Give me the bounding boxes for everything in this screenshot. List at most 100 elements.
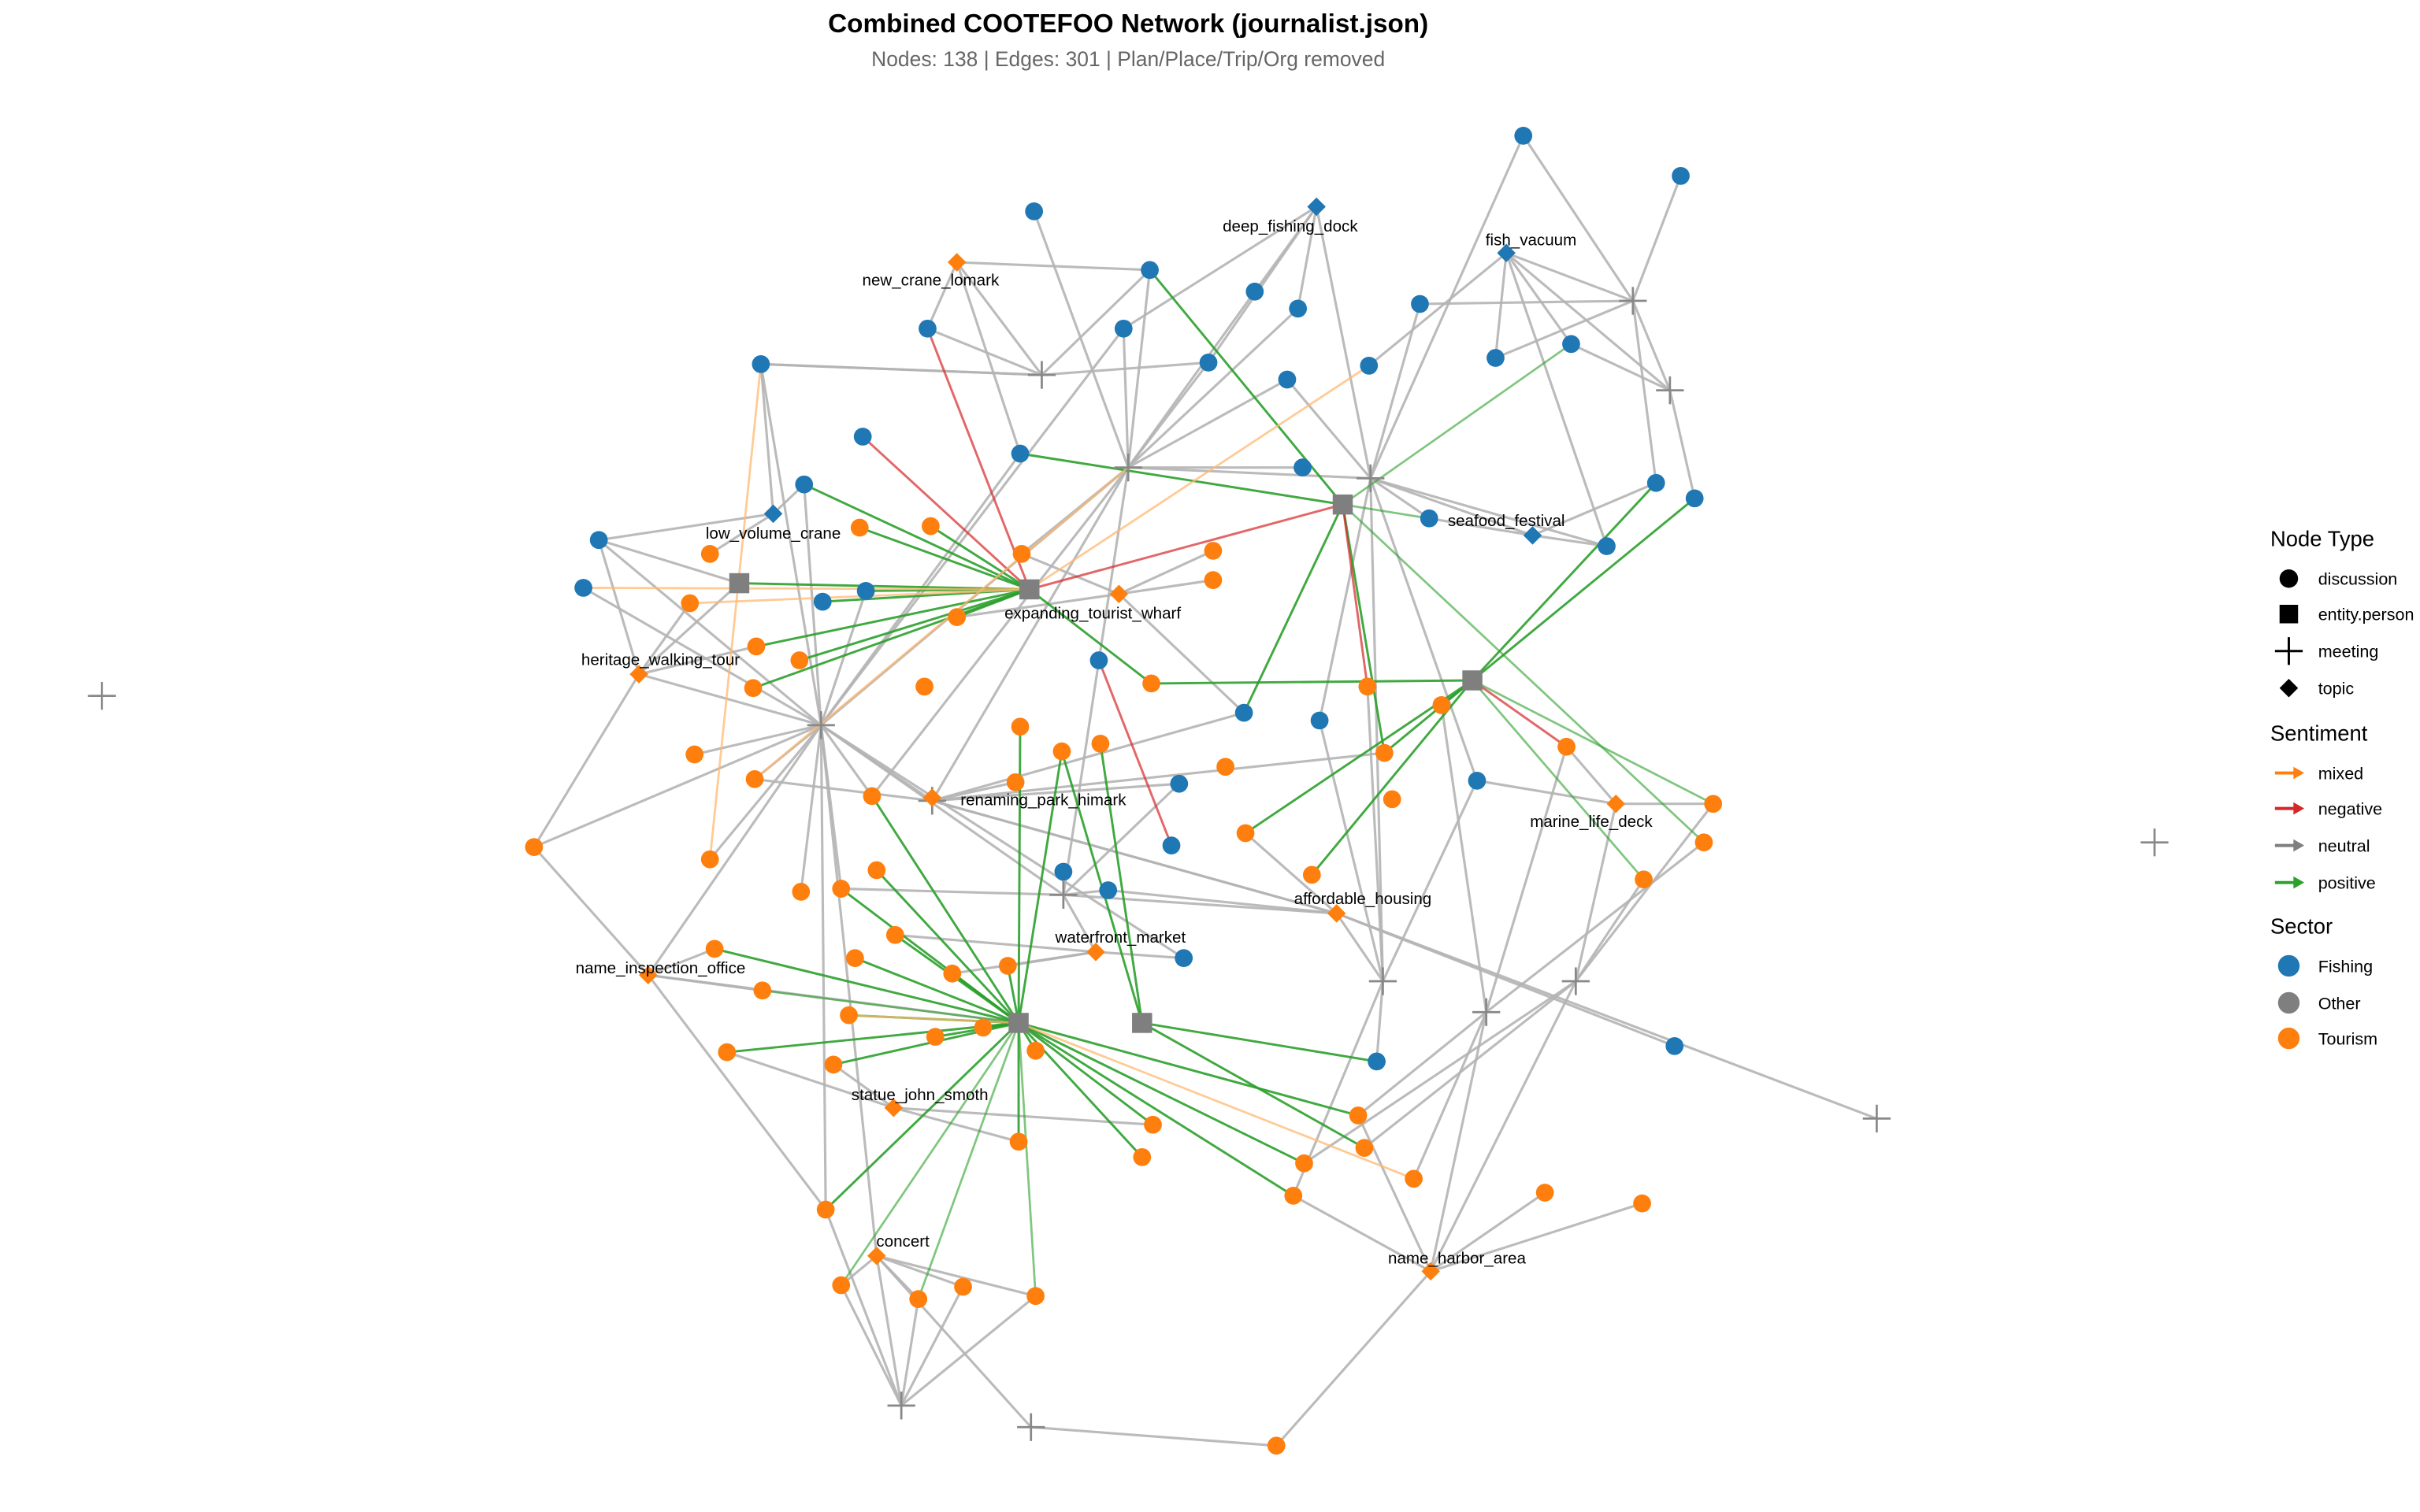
edge xyxy=(1342,503,1430,520)
edge xyxy=(1018,1021,1305,1165)
edge xyxy=(841,887,1063,896)
discussion-node-tourism xyxy=(1204,571,1223,590)
nodes-layer xyxy=(87,127,2169,1455)
discussion-node-tourism xyxy=(1375,743,1394,762)
edge xyxy=(875,1254,919,1300)
edge xyxy=(1041,269,1151,376)
edge xyxy=(1335,912,1384,982)
discussion-node-tourism xyxy=(850,518,869,537)
edge xyxy=(819,724,827,1210)
edge xyxy=(1019,452,1343,506)
edge xyxy=(1062,467,1130,895)
discussion-node-tourism xyxy=(922,517,940,536)
edge xyxy=(1369,477,1479,781)
meeting-node xyxy=(1619,287,1647,315)
legend-diamond-icon xyxy=(2279,679,2299,698)
discussion-node-tourism xyxy=(840,1006,858,1025)
legend-sector-item: Fishing xyxy=(2318,956,2373,976)
edge xyxy=(900,1295,1037,1407)
edge xyxy=(1369,135,1525,479)
edge xyxy=(1522,135,1635,302)
edge xyxy=(1095,951,1184,960)
edge xyxy=(930,466,1130,802)
discussion-node-tourism xyxy=(718,1043,737,1062)
entity-person-node xyxy=(729,573,750,594)
edge xyxy=(804,483,1030,591)
edge xyxy=(876,1254,1036,1298)
edge xyxy=(647,974,827,1210)
topic-label: statue_john_smoth xyxy=(852,1086,989,1104)
edge xyxy=(893,1106,1019,1143)
edge xyxy=(1369,477,1431,520)
discussion-node-tourism xyxy=(832,1276,851,1295)
legend-sentiment-item: neutral xyxy=(2318,836,2370,855)
edge xyxy=(648,947,715,976)
edge xyxy=(1575,878,1645,982)
edge xyxy=(1062,783,1180,896)
edge xyxy=(1429,1011,1488,1272)
topic-label: fish_vacuum xyxy=(1486,232,1576,250)
edge xyxy=(800,724,822,892)
discussion-node-tourism xyxy=(1405,1169,1423,1188)
edge xyxy=(840,1284,903,1406)
edge xyxy=(1242,504,1344,713)
edge xyxy=(1017,750,1063,1024)
discussion-node-tourism xyxy=(1012,544,1031,563)
meeting-node xyxy=(1017,1413,1045,1441)
topic-node xyxy=(629,665,648,684)
edge xyxy=(1029,503,1343,591)
discussion-node-tourism xyxy=(790,651,809,669)
edge xyxy=(1471,482,1657,682)
discussion-node-fishing xyxy=(1368,1052,1386,1071)
discussion-node-tourism xyxy=(1432,695,1451,714)
edge xyxy=(1342,504,1386,754)
meeting-node xyxy=(1114,454,1142,482)
discussion-node-tourism xyxy=(1635,870,1653,889)
discussion-node-tourism xyxy=(747,637,766,656)
edge xyxy=(799,588,1030,662)
edge xyxy=(876,1254,964,1288)
edge xyxy=(1370,476,1533,537)
edge xyxy=(726,1051,894,1110)
edge xyxy=(533,724,822,849)
edge xyxy=(638,645,757,676)
edge xyxy=(932,751,1385,802)
edge xyxy=(1062,894,1097,953)
edge xyxy=(1420,299,1633,306)
edge xyxy=(956,592,1119,619)
edge xyxy=(1021,552,1120,595)
legend-sector-item: Tourism xyxy=(2318,1028,2377,1048)
edge xyxy=(875,1255,903,1406)
edge xyxy=(820,724,874,797)
edge xyxy=(709,513,774,555)
discussion-node-tourism xyxy=(681,594,700,613)
discussion-node-tourism xyxy=(926,1028,945,1046)
edge xyxy=(1429,980,1577,1273)
meeting-node xyxy=(887,1392,915,1420)
edge xyxy=(900,1299,920,1406)
edge xyxy=(825,1021,1020,1211)
discussion-node-tourism xyxy=(816,1200,835,1219)
edge xyxy=(824,1209,903,1406)
entity-person-node xyxy=(1132,1013,1152,1033)
discussion-node-tourism xyxy=(1011,717,1030,736)
edge xyxy=(1505,252,1608,547)
legend-arrowhead-icon xyxy=(2293,839,2305,852)
discussion-node-tourism xyxy=(1704,795,1723,813)
discussion-node-tourism xyxy=(1026,1041,1045,1060)
edge xyxy=(755,587,1030,648)
topic-node xyxy=(922,788,942,807)
entity-person-node xyxy=(1332,494,1353,515)
discussion-node-tourism xyxy=(1052,742,1071,761)
edge xyxy=(754,466,1130,780)
discussion-node-fishing xyxy=(1468,771,1487,790)
discussion-node-tourism xyxy=(1236,824,1255,843)
edge xyxy=(1029,365,1370,591)
edge xyxy=(1028,588,1152,685)
discussion-node-fishing xyxy=(813,592,832,611)
topic-label: name_harbor_area xyxy=(1388,1250,1526,1268)
discussion-node-fishing xyxy=(1054,862,1073,881)
discussion-node-fishing xyxy=(1598,537,1616,555)
discussion-node-tourism xyxy=(744,679,763,698)
